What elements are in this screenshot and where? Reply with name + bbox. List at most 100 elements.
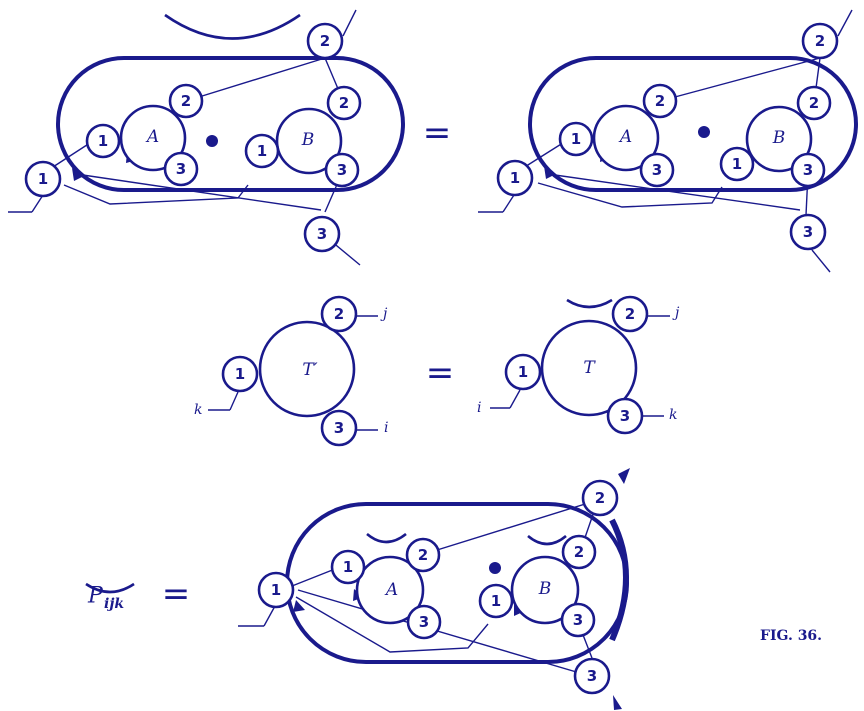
arrow-head	[293, 600, 305, 612]
top-left-diagram: A 1 2 3 B 1 2 3 1 2 3	[8, 9, 405, 266]
port-b1	[719, 146, 755, 182]
port-3-label: 3	[620, 407, 630, 425]
port-b2	[796, 85, 832, 121]
outer-capsule	[56, 56, 405, 192]
box-a-label: A	[384, 580, 398, 600]
box-a	[592, 104, 660, 172]
port-a2-label: 2	[418, 546, 428, 564]
port-b3-label: 3	[803, 161, 813, 179]
leg-k: k	[669, 407, 677, 423]
box-a-label: A	[145, 127, 159, 147]
arrow-head	[544, 166, 556, 179]
port-a3	[406, 604, 442, 640]
box-b-label: B	[772, 128, 786, 148]
port-a2-label: 2	[181, 92, 191, 110]
port-b1-label: 1	[491, 592, 501, 610]
top-right-diagram: A 1 2 3 B 1 2 3 1 2 3	[478, 9, 858, 273]
port-3	[606, 397, 644, 435]
leg-i: i	[384, 420, 388, 436]
port-a3	[163, 151, 199, 187]
p-indices: ijk	[104, 596, 124, 612]
outer-port-2-label: 2	[815, 32, 825, 50]
port-a2	[168, 83, 204, 119]
outer-port-1	[24, 160, 62, 198]
box-a	[355, 555, 425, 625]
port-b2	[561, 534, 597, 570]
outer-port-1-label: 1	[38, 170, 48, 188]
port-a2	[405, 537, 441, 573]
port-b1	[478, 583, 514, 619]
port-a1-label: 1	[343, 558, 353, 576]
port-b2-label: 2	[574, 543, 584, 561]
outer-port-1	[257, 571, 295, 609]
box-a	[119, 104, 187, 172]
leg-j: j	[672, 305, 680, 321]
equals-sign-top: =	[423, 113, 452, 153]
port-1-label: 1	[235, 365, 245, 383]
bar-arc-a	[366, 532, 407, 544]
port-a1	[85, 123, 121, 159]
outer-port-3	[573, 657, 611, 695]
center-dot	[698, 126, 710, 138]
port-b1	[244, 133, 280, 169]
outer-port-3	[303, 215, 341, 253]
box-a-label: A	[618, 127, 632, 147]
middle-right-diagram: T 1 2 3 j k i	[477, 295, 680, 435]
outer-capsule	[528, 56, 858, 192]
outer-port-2-label: 2	[320, 32, 330, 50]
tensor-body	[258, 320, 356, 418]
tensor-label: T	[583, 358, 596, 378]
middle-left-diagram: T′ 1 2 3 j i k	[194, 295, 388, 447]
stub-mark	[613, 695, 622, 710]
port-b3	[790, 152, 826, 188]
port-b3	[560, 602, 596, 638]
box-b	[275, 107, 343, 175]
p-symbol: P	[87, 584, 104, 609]
port-b3	[324, 152, 360, 188]
bar-arc	[164, 13, 301, 40]
stub-mark	[618, 468, 630, 484]
port-3-label: 3	[334, 419, 344, 437]
tensor-body	[540, 319, 638, 417]
connection-lines	[478, 9, 853, 273]
port-1	[221, 355, 259, 393]
tensor-label: T′	[302, 360, 317, 380]
center-dot	[206, 135, 218, 147]
leg-k: k	[194, 402, 202, 418]
center-dot	[489, 562, 501, 574]
arrow-head	[72, 168, 84, 181]
port-a3-label: 3	[652, 161, 662, 179]
outer-port-1-label: 1	[271, 581, 281, 599]
port-1-label: 1	[518, 363, 528, 381]
box-b-label: B	[301, 130, 315, 150]
port-a1-label: 1	[571, 130, 581, 148]
port-2-label: 2	[334, 305, 344, 323]
port-3	[320, 409, 358, 447]
port-2-label: 2	[625, 305, 635, 323]
port-b1-label: 1	[257, 142, 267, 160]
port-b1-label: 1	[732, 155, 742, 173]
outer-port-1-label: 1	[510, 169, 520, 187]
outer-port-3-label: 3	[803, 223, 813, 241]
port-a1	[558, 121, 594, 157]
port-b3-label: 3	[337, 161, 347, 179]
port-b2-label: 2	[809, 94, 819, 112]
leg-j: j	[380, 306, 388, 322]
port-a1	[330, 549, 366, 585]
port-b2	[326, 85, 362, 121]
port-2	[611, 295, 649, 333]
figure-caption: FIG. 36.	[760, 628, 822, 644]
leg-i: i	[477, 400, 481, 416]
port-a1-label: 1	[98, 132, 108, 150]
bottom-lhs: P ijk =	[85, 574, 191, 614]
port-1	[504, 353, 542, 391]
equals-sign-bottom: =	[162, 574, 191, 614]
outer-port-2-label: 2	[595, 489, 605, 507]
bottom-diagram: A 1 2 3 B 1 2 3 1 2 3	[238, 468, 630, 710]
outer-port-3-label: 3	[587, 667, 597, 685]
outer-port-2	[801, 22, 839, 60]
bar-arc	[85, 582, 135, 594]
port-a3-label: 3	[419, 613, 429, 631]
box-b	[745, 105, 813, 173]
